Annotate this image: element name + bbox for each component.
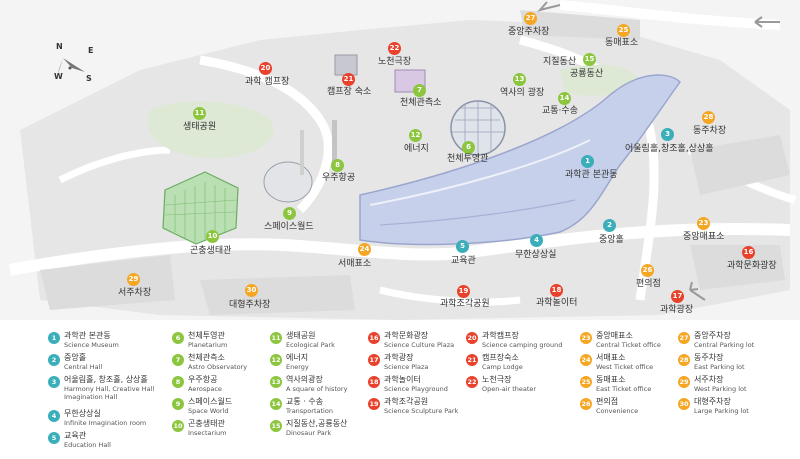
marker-27[interactable]: 27 (524, 12, 537, 25)
marker-6[interactable]: 6 (462, 141, 475, 154)
compass-w: W (54, 72, 63, 81)
label-21: 캠프장 숙소 (327, 87, 372, 97)
label-5: 교육관 (451, 256, 476, 266)
compass-e: E (88, 46, 94, 55)
marker-16[interactable]: 16 (742, 246, 755, 259)
label-17: 과학광장 (660, 305, 694, 315)
label-2: 중앙홀 (599, 235, 624, 245)
label-23: 중앙매표소 (683, 232, 725, 242)
marker-10[interactable]: 10 (206, 230, 219, 243)
label-27: 중앙주차장 (508, 27, 550, 37)
marker-23[interactable]: 23 (697, 217, 710, 230)
label-29: 서주차장 (118, 288, 152, 298)
label-7: 천체관측소 (400, 98, 442, 108)
label-14: 교통·수송 (542, 106, 578, 116)
label-26: 편의점 (636, 279, 661, 289)
label-25: 동매표소 (605, 38, 639, 48)
marker-1[interactable]: 1 (581, 155, 594, 168)
marker-25[interactable]: 25 (617, 24, 630, 37)
label-8: 우주항공 (322, 173, 356, 183)
label-19: 과학조각공원 (440, 299, 490, 309)
marker-14[interactable]: 14 (558, 92, 571, 105)
label-18: 과학놀이터 (536, 298, 578, 308)
label-3: 어울림홀,창조홀,상상홀 (625, 144, 714, 154)
map-background (0, 0, 800, 320)
marker-29[interactable]: 29 (127, 273, 140, 286)
label-15: 공룡동산 (570, 69, 604, 79)
marker-24[interactable]: 24 (358, 243, 371, 256)
marker-7[interactable]: 7 (413, 84, 426, 97)
label-11: 생태공원 (183, 122, 217, 132)
marker-3[interactable]: 3 (661, 128, 674, 141)
marker-12[interactable]: 12 (409, 129, 422, 142)
compass-s: S (86, 74, 92, 83)
label-4: 무한상상실 (515, 250, 557, 260)
label-24: 서매표소 (338, 259, 372, 269)
marker-20[interactable]: 20 (259, 62, 272, 75)
marker-19[interactable]: 19 (457, 285, 470, 298)
label-9: 스페이스월드 (264, 222, 314, 232)
label-28: 동주차장 (693, 126, 727, 136)
compass-icon (56, 58, 85, 78)
marker-17[interactable]: 17 (671, 290, 684, 303)
label-30: 대형주차장 (229, 300, 271, 310)
label-12: 에너지 (404, 144, 429, 154)
marker-28[interactable]: 28 (702, 111, 715, 124)
marker-13[interactable]: 13 (513, 73, 526, 86)
compass-n: N (56, 42, 63, 51)
marker-22[interactable]: 22 (388, 42, 401, 55)
marker-5[interactable]: 5 (456, 240, 469, 253)
campus-map: N E S W 1 2 3 4 5 6 7 8 9 10 11 12 13 14… (0, 0, 800, 320)
marker-26[interactable]: 26 (641, 264, 654, 277)
label-1: 과학관 본관동 (565, 170, 618, 180)
marker-30[interactable]: 30 (245, 284, 258, 297)
label-6: 천체투영관 (447, 154, 489, 164)
marker-21[interactable]: 21 (342, 73, 355, 86)
marker-8[interactable]: 8 (331, 159, 344, 172)
marker-9[interactable]: 9 (283, 207, 296, 220)
label-13: 역사의 광장 (500, 88, 545, 98)
marker-18[interactable]: 18 (550, 284, 563, 297)
label-dino-top: 지질동산 (543, 57, 577, 67)
label-20: 과학 캠프장 (245, 77, 290, 87)
label-22: 노천극장 (378, 57, 412, 67)
marker-15[interactable]: 15 (583, 53, 596, 66)
marker-2[interactable]: 2 (603, 219, 616, 232)
marker-4[interactable]: 4 (530, 234, 543, 247)
label-16: 과학문화광장 (727, 261, 777, 271)
label-10: 곤충생태관 (190, 246, 232, 256)
marker-11[interactable]: 11 (193, 107, 206, 120)
